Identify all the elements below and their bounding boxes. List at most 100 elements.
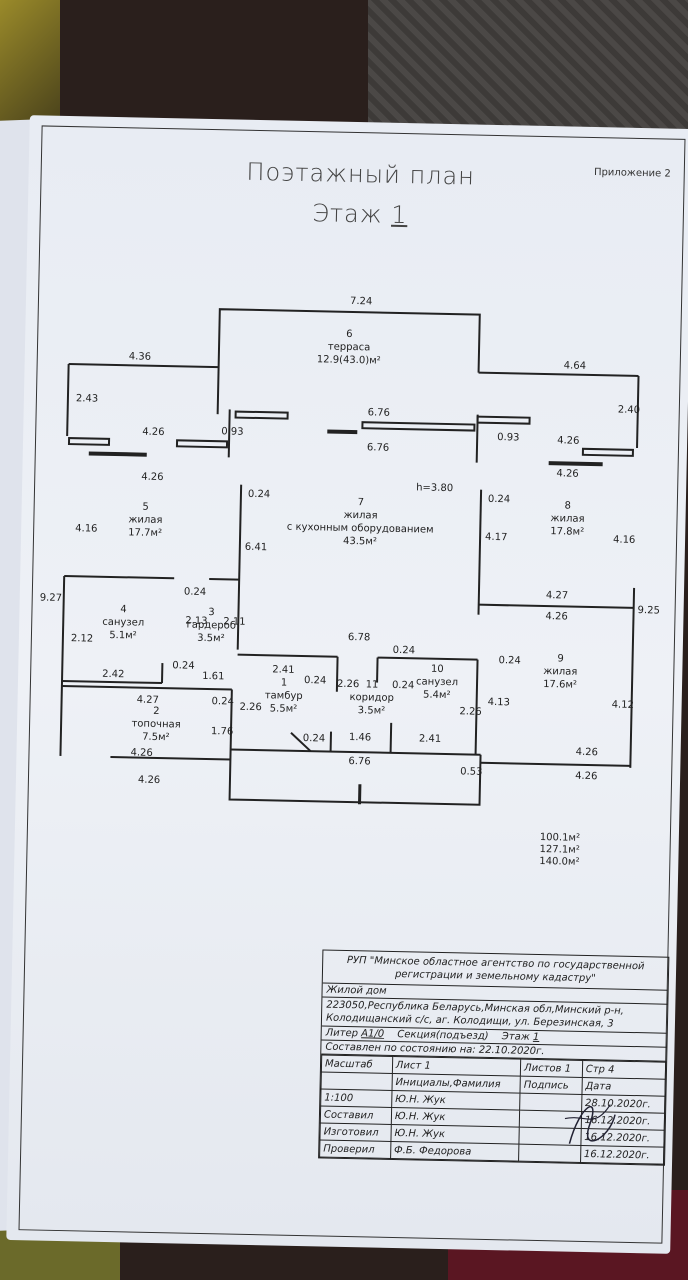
dim-176: 1.76 (211, 726, 233, 737)
svg-text:5.1м²: 5.1м² (109, 630, 137, 642)
svg-text:коридор: коридор (349, 692, 394, 704)
dim-212: 2.12 (71, 633, 93, 644)
dim-height: h=3.80 (416, 482, 453, 494)
dim-641: 6.41 (245, 542, 267, 553)
dim-427-right: 4.27 (546, 590, 568, 601)
svg-text:11: 11 (366, 679, 379, 690)
room-living-kitchen: 7 жилая с кухонным оборудованием 43.5м² (287, 497, 434, 548)
dim-093-b: 0.93 (497, 432, 519, 443)
dim-242: 2.42 (102, 669, 124, 680)
dim-024-a: 0.24 (248, 489, 270, 500)
svg-text:терраса: терраса (328, 341, 371, 353)
svg-text:3: 3 (208, 607, 215, 618)
dim-416-left: 4.16 (75, 523, 97, 534)
svg-text:гардероб: гардероб (186, 620, 236, 632)
handwritten-signature (564, 1104, 616, 1144)
svg-text:2: 2 (153, 706, 160, 717)
dim-024-h: 0.24 (392, 680, 414, 691)
dim-024-i: 0.24 (211, 696, 233, 707)
dim-window-right-a: 4.26 (557, 435, 579, 446)
dim-426-d: 4.26 (575, 771, 597, 782)
svg-text:1: 1 (281, 678, 288, 689)
svg-text:12.9(43.0)м²: 12.9(43.0)м² (317, 354, 381, 366)
dim-417: 4.17 (485, 532, 507, 543)
dim-226-c: 2.26 (239, 702, 261, 713)
dim-213: 2.13 (185, 616, 207, 627)
dim-window-right-b: 4.26 (556, 468, 578, 479)
dim-left-side: 2.43 (76, 393, 98, 404)
room-living-9: 9 жилая 17.6м² (543, 653, 577, 691)
room-wardrobe: 3 гардероб 3.5м² (186, 607, 236, 644)
area-totals: 100.1м² 127.1м² 140.0м² (539, 832, 581, 868)
dim-024-c: 0.24 (184, 587, 206, 598)
svg-text:с кухонным оборудованием: с кухонным оборудованием (287, 522, 434, 536)
dim-left-top: 4.36 (129, 351, 151, 362)
dim-413: 4.13 (488, 697, 510, 708)
dim-226-b: 2.26 (459, 706, 481, 717)
dim-024-b: 0.24 (488, 494, 510, 505)
dim-426-b: 4.26 (138, 775, 160, 786)
svg-text:17.8м²: 17.8м² (550, 526, 584, 538)
dim-427-left: 4.27 (137, 695, 159, 706)
svg-text:17.7м²: 17.7м² (128, 527, 162, 539)
dim-426-a: 4.26 (130, 747, 152, 758)
dim-412: 4.12 (612, 699, 634, 710)
room-bathroom-10: 10 санузел 5.4м² (416, 664, 458, 702)
dim-093-a: 0.93 (221, 426, 243, 437)
dim-676-b: 6.76 (348, 756, 370, 767)
dim-426-right: 4.26 (545, 611, 567, 622)
dim-024-e: 0.24 (393, 645, 415, 656)
floor-plan-drawing: 7.24 4.36 4.64 2.43 2.40 6.76 6.76 4.26 … (40, 296, 660, 806)
svg-text:4: 4 (120, 604, 127, 615)
room-boiler: 2 топочная 7.5м² (131, 706, 180, 743)
svg-text:8: 8 (564, 500, 571, 511)
dim-terrace-window: 6.76 (368, 407, 390, 418)
svg-text:санузел: санузел (102, 617, 144, 629)
svg-text:жилая: жилая (128, 514, 162, 526)
svg-text:7: 7 (358, 497, 365, 508)
dim-right-top: 4.64 (564, 360, 586, 371)
room-corridor: 11 коридор 3.5м² (349, 679, 394, 717)
dim-226-a: 2.26 (337, 679, 359, 690)
dim-241-a: 2.41 (272, 664, 294, 675)
svg-text:тамбур: тамбур (265, 690, 303, 702)
dim-024-g: 0.24 (304, 675, 326, 686)
svg-text:жилая: жилая (550, 513, 584, 525)
svg-text:5.5м²: 5.5м² (270, 703, 298, 715)
svg-text:5: 5 (142, 502, 149, 513)
svg-text:43.5м²: 43.5м² (343, 536, 377, 548)
dim-925: 9.25 (637, 605, 659, 616)
dim-146: 1.46 (349, 732, 371, 743)
svg-text:топочная: топочная (131, 718, 180, 730)
svg-text:17.6м²: 17.6м² (543, 679, 577, 691)
dim-161: 1.61 (202, 671, 224, 682)
room-terrace: 6 терраса 12.9(43.0)м² (317, 329, 381, 367)
svg-text:санузел: санузел (416, 676, 458, 688)
dim-right-side: 2.40 (618, 405, 640, 416)
dim-426-c: 4.26 (576, 747, 598, 758)
dim-window-left-a: 4.26 (142, 427, 164, 438)
dim-241-b: 2.41 (419, 733, 441, 744)
svg-text:жилая: жилая (343, 510, 377, 522)
dim-211: 2.11 (223, 616, 245, 627)
dim-terrace-window-2: 6.76 (367, 442, 389, 453)
room-living-8: 8 жилая 17.8м² (550, 500, 584, 538)
svg-text:9: 9 (557, 653, 564, 664)
dim-927: 9.27 (40, 592, 62, 603)
svg-text:6: 6 (346, 329, 353, 340)
title-block: РУП "Минское областное агентство по госу… (318, 949, 670, 1166)
appendix-label: Приложение 2 (593, 166, 671, 180)
room-vestibule: 1 тамбур 5.5м² (265, 678, 303, 715)
dim-024-f: 0.24 (498, 655, 520, 666)
dim-416-right: 4.16 (613, 534, 635, 545)
dim-678: 6.78 (348, 632, 370, 643)
svg-text:3.5м²: 3.5м² (358, 705, 386, 717)
dim-top: 7.24 (350, 296, 372, 307)
svg-text:5.4м²: 5.4м² (423, 690, 451, 702)
dim-024-d: 0.24 (172, 660, 194, 671)
floor-plan-sheet: Поэтажный план Этаж 1 Приложение 2 (6, 115, 688, 1254)
room-bathroom-4: 4 санузел 5.1м² (102, 604, 144, 642)
dim-window-left-b: 4.26 (141, 472, 163, 483)
svg-text:10: 10 (431, 664, 444, 675)
dim-053: 0.53 (460, 766, 482, 777)
